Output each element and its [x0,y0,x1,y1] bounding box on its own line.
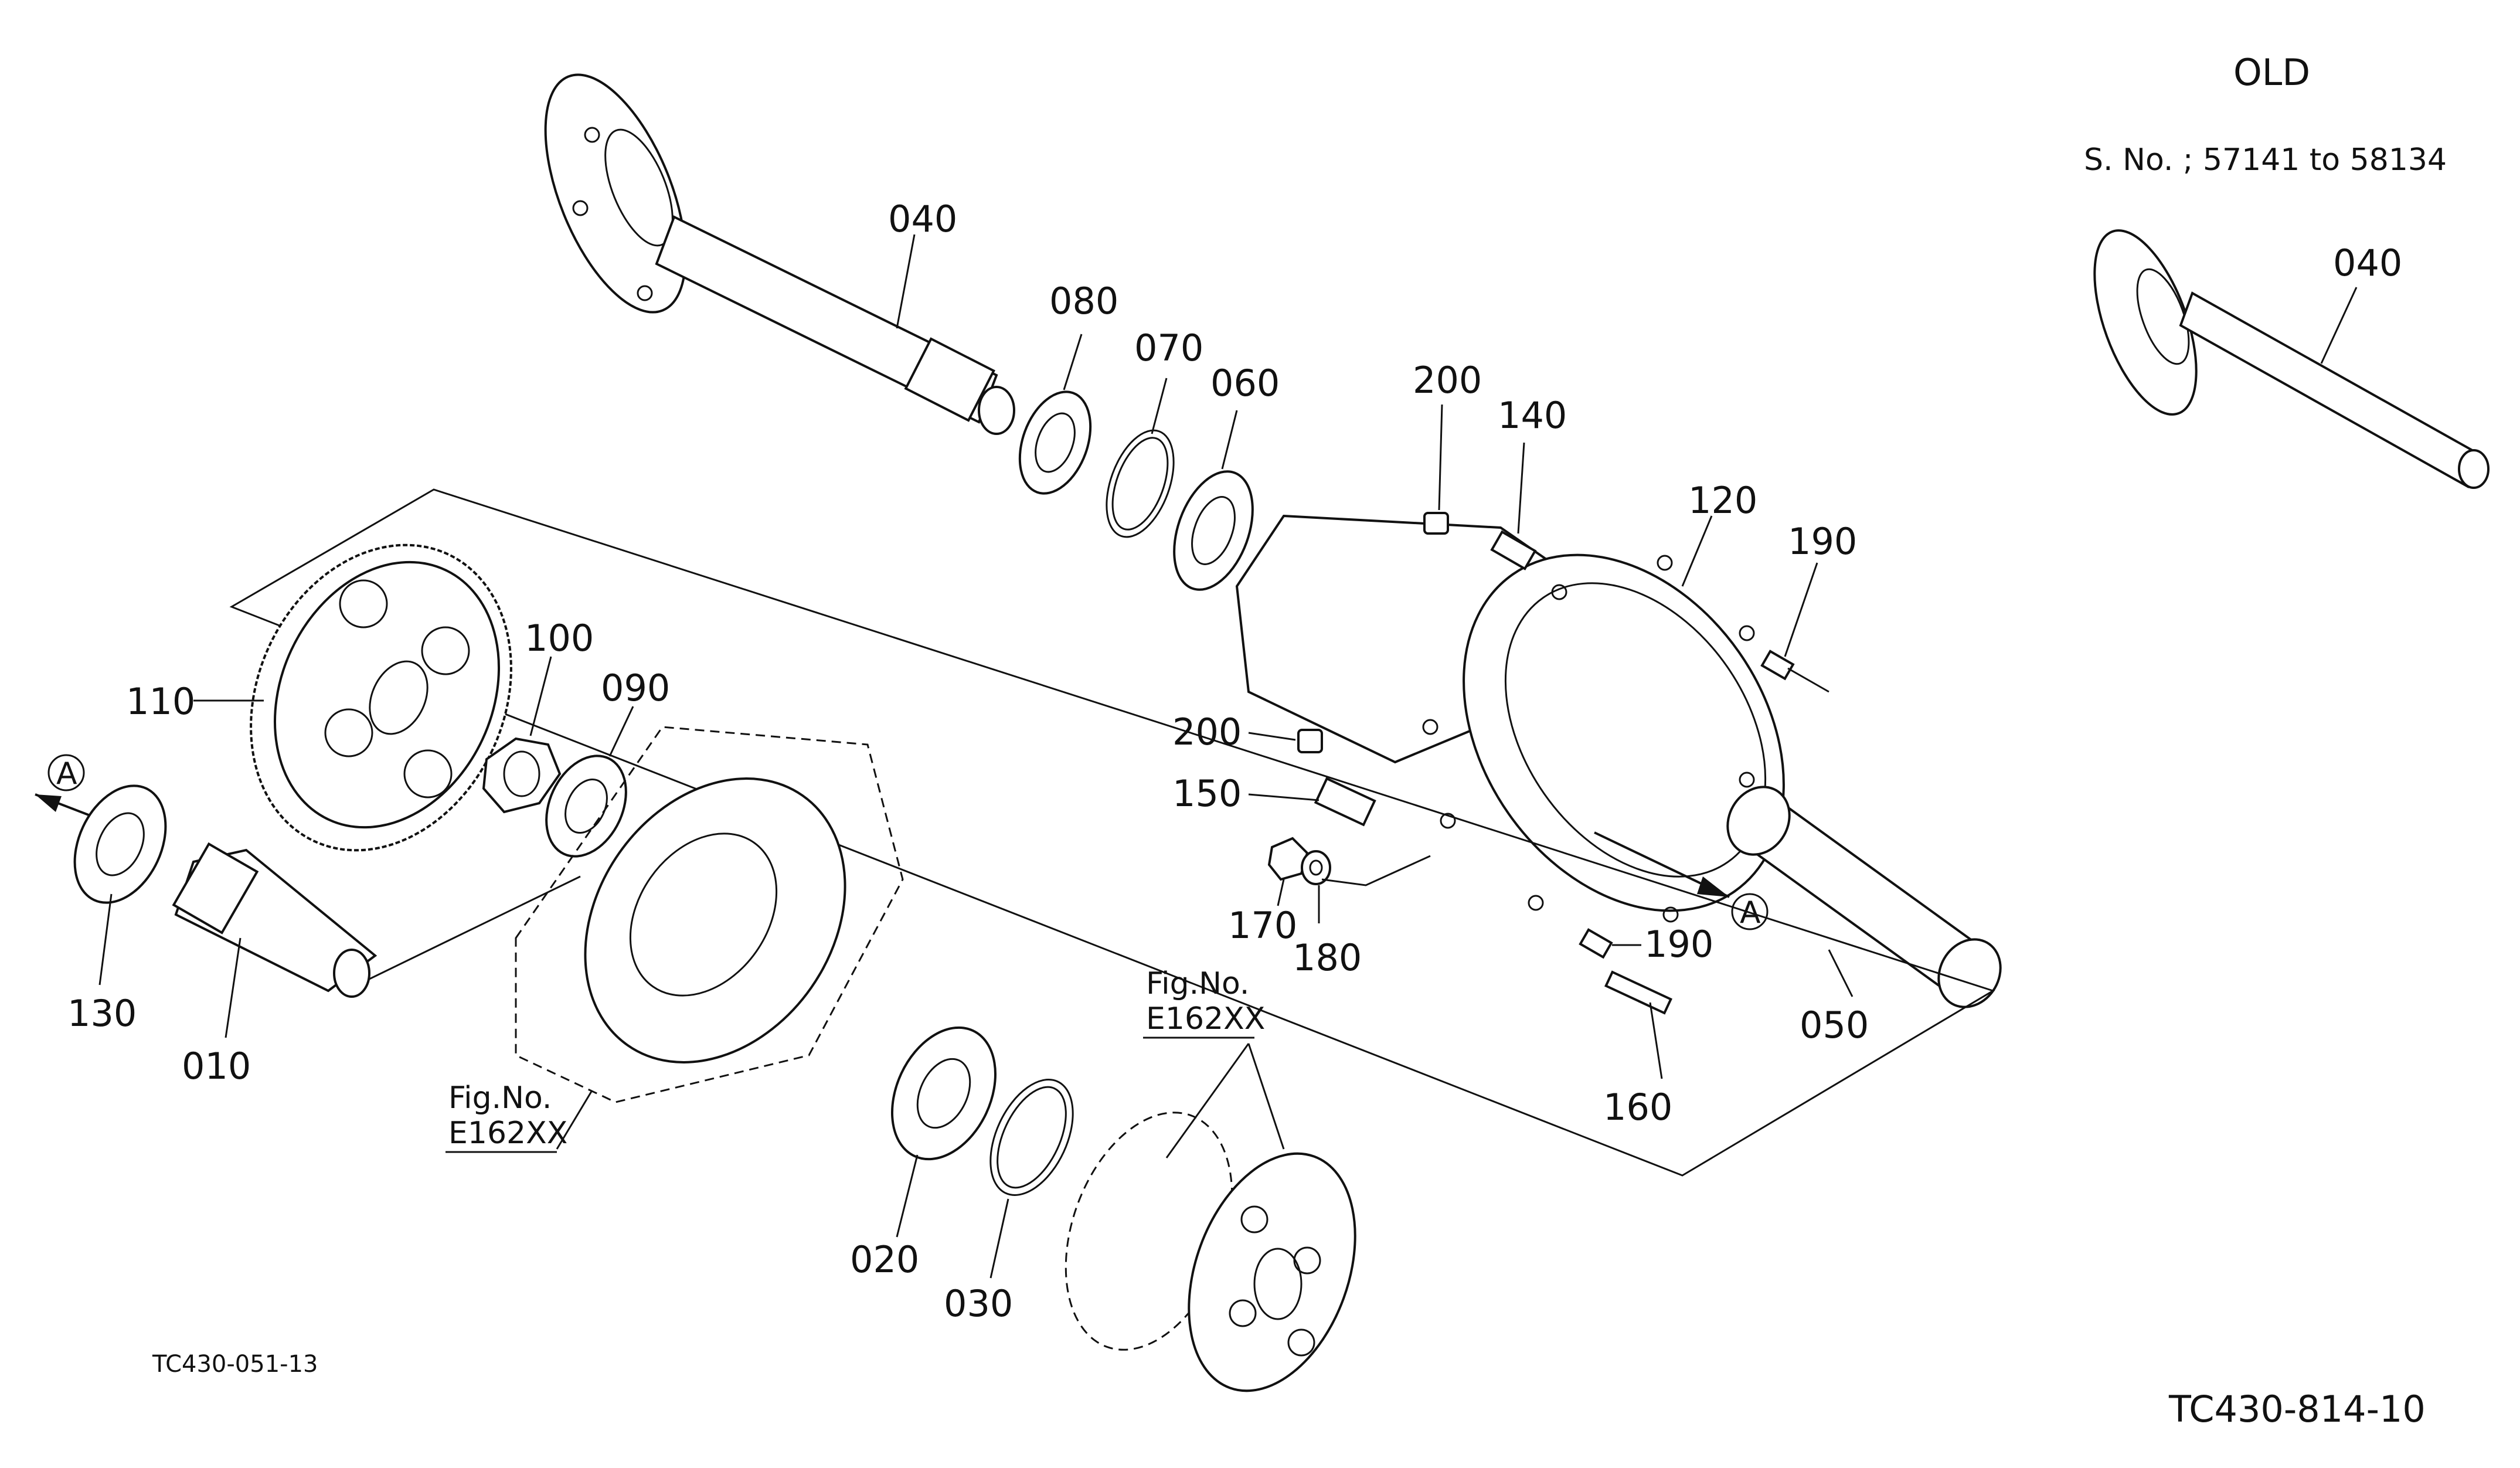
callout-030: 030 [944,1282,1013,1325]
bearing-060 [1173,470,1254,591]
callout-180: 180 [1293,936,1362,979]
assembly-frame [229,488,1995,1177]
fig-label-right: Fig.No. [1146,966,1249,1001]
callout-130: 130 [67,992,137,1035]
callout-090: 090 [601,667,670,709]
footer-right-code: TC430-814-10 [2168,1388,2426,1430]
callout-060: 060 [1210,362,1280,405]
bearing-080 [1018,390,1092,495]
bearing-020 [891,1026,997,1161]
housing-reference [515,726,904,1103]
case-120 [1235,514,1785,923]
callout-200-left: 200 [1172,711,1242,753]
serial-range: S. No. ; 57141 to 58134 [2084,142,2447,178]
nut-100 [482,737,562,814]
fitting-150 [1314,777,1376,827]
plug-200-top [1423,512,1449,535]
callout-020: 020 [850,1238,919,1281]
arrow-a-left: A [56,756,77,791]
callout-010: 010 [182,1045,251,1088]
callout-190-bottom: 190 [1644,923,1713,966]
fig-label-left: Fig.No. [448,1080,552,1116]
footer-left-code: TC430-051-13 [152,1351,318,1378]
callout-040: 040 [888,198,957,240]
callout-120: 120 [1688,479,1757,522]
callout-070: 070 [1134,327,1203,369]
old-axle-shaft [2093,229,2490,489]
bolt-140 [1490,530,1537,570]
variant-title: OLD [2233,51,2310,94]
tube-050 [1726,786,2002,1008]
callout-040-old: 040 [2333,242,2402,284]
plates-reference [1065,1112,1356,1392]
washer-180 [1301,850,1331,885]
nut-170 [1267,837,1309,881]
plug-200-left [1297,729,1323,753]
callout-170: 170 [1228,904,1297,947]
stud-160 [1604,970,1672,1015]
callout-200-top: 200 [1413,359,1482,402]
snap-ring-030 [989,1079,1074,1196]
pinion-shaft-010 [172,842,378,998]
snap-ring-070 [1106,429,1175,538]
pin-190-bottom [1579,928,1613,959]
gear-110 [250,543,512,852]
bearing-090 [545,755,627,858]
callout-080: 080 [1049,280,1118,322]
fig-ref-right[interactable]: E162XX [1146,1001,1265,1037]
fig-ref-left[interactable]: E162XX [448,1116,567,1151]
axle-shaft [544,73,1015,435]
callout-160: 160 [1603,1086,1672,1129]
pin-190-top [1760,650,1795,681]
callout-190-top: 190 [1788,520,1857,563]
callout-100: 100 [525,617,594,660]
callout-050: 050 [1800,1004,1869,1046]
callout-110: 110 [126,680,195,723]
callout-140: 140 [1498,394,1567,437]
callout-150: 150 [1172,772,1242,815]
bearing-130 [73,784,167,904]
